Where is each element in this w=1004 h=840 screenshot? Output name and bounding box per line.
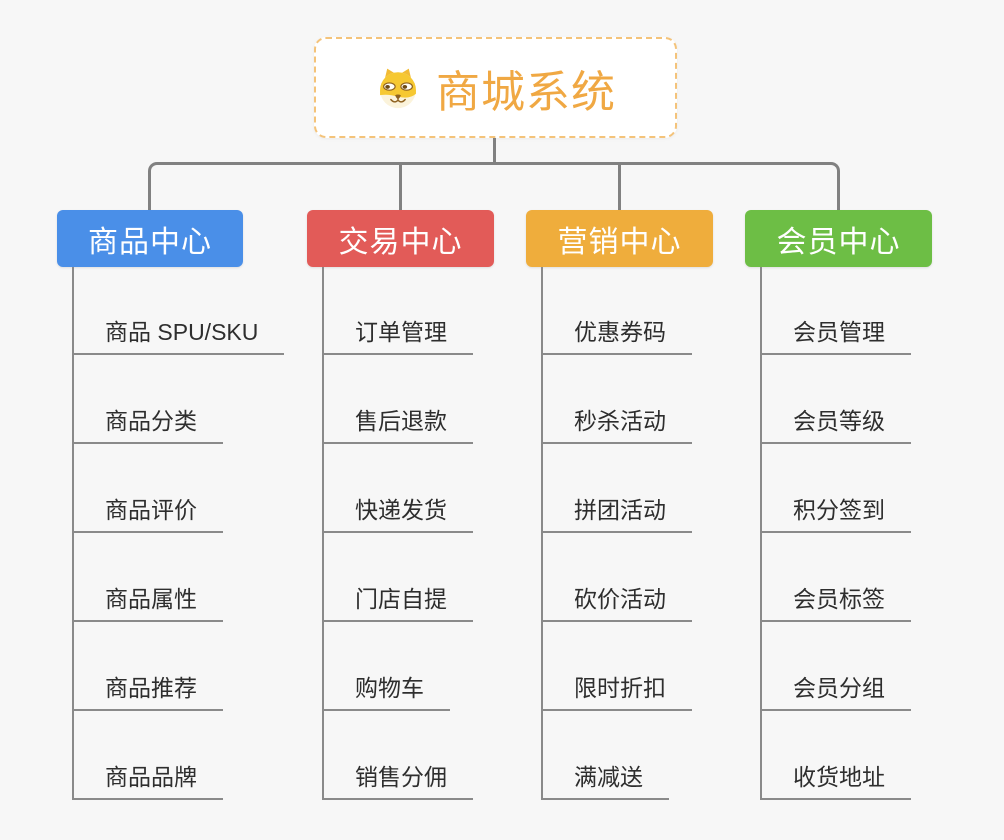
leaf-node[interactable]: 门店自提	[322, 585, 473, 622]
leaf-node[interactable]: 会员标签	[760, 585, 911, 622]
connector-bus	[148, 162, 840, 210]
root-node[interactable]: 商城系统	[314, 37, 677, 138]
leaf-node[interactable]: 售后退款	[322, 407, 473, 444]
branch-node-trade-center[interactable]: 交易中心	[307, 210, 494, 267]
leaf-node[interactable]: 收货地址	[760, 763, 911, 800]
leaf-node[interactable]: 积分签到	[760, 496, 911, 533]
branch-label: 会员中心	[776, 225, 901, 259]
connector-trunk-product	[72, 267, 74, 800]
leaf-node[interactable]: 商品评价	[72, 496, 223, 533]
connector-trunk-marketing	[541, 267, 543, 800]
leaf-node[interactable]: 快递发货	[322, 496, 473, 533]
leaf-node[interactable]: 商品分类	[72, 407, 223, 444]
leaf-node[interactable]: 会员等级	[760, 407, 911, 444]
leaf-node[interactable]: 订单管理	[322, 318, 473, 355]
connector-trunk-trade	[322, 267, 324, 800]
branch-label: 营销中心	[557, 225, 682, 259]
leaf-node[interactable]: 限时折扣	[541, 674, 692, 711]
leaf-node[interactable]: 购物车	[322, 674, 450, 711]
branch-node-marketing-center[interactable]: 营销中心	[526, 210, 713, 267]
connector-trunk-member	[760, 267, 762, 800]
root-title: 商城系统	[436, 67, 616, 117]
connector-drop-trade	[399, 165, 402, 210]
branch-node-member-center[interactable]: 会员中心	[745, 210, 932, 267]
leaf-node[interactable]: 销售分佣	[322, 763, 473, 800]
branch-node-product-center[interactable]: 商品中心	[57, 210, 243, 267]
leaf-node[interactable]: 商品属性	[72, 585, 223, 622]
leaf-node[interactable]: 优惠券码	[541, 318, 692, 355]
leaf-node[interactable]: 会员分组	[760, 674, 911, 711]
leaf-node[interactable]: 会员管理	[760, 318, 911, 355]
leaf-node[interactable]: 商品 SPU/SKU	[72, 318, 285, 355]
leaf-node[interactable]: 秒杀活动	[541, 407, 692, 444]
branch-label: 商品中心	[88, 225, 212, 259]
leaf-node[interactable]: 商品推荐	[72, 674, 223, 711]
leaf-node[interactable]: 商品品牌	[72, 763, 223, 800]
leaf-node[interactable]: 拼团活动	[541, 496, 692, 533]
connector-drop-marketing	[618, 165, 621, 210]
branch-label: 交易中心	[338, 225, 463, 259]
leaf-node[interactable]: 满减送	[541, 763, 669, 800]
leaf-node[interactable]: 砍价活动	[541, 585, 692, 622]
connector-root-stem	[493, 138, 496, 164]
dog-face-icon	[375, 65, 421, 111]
